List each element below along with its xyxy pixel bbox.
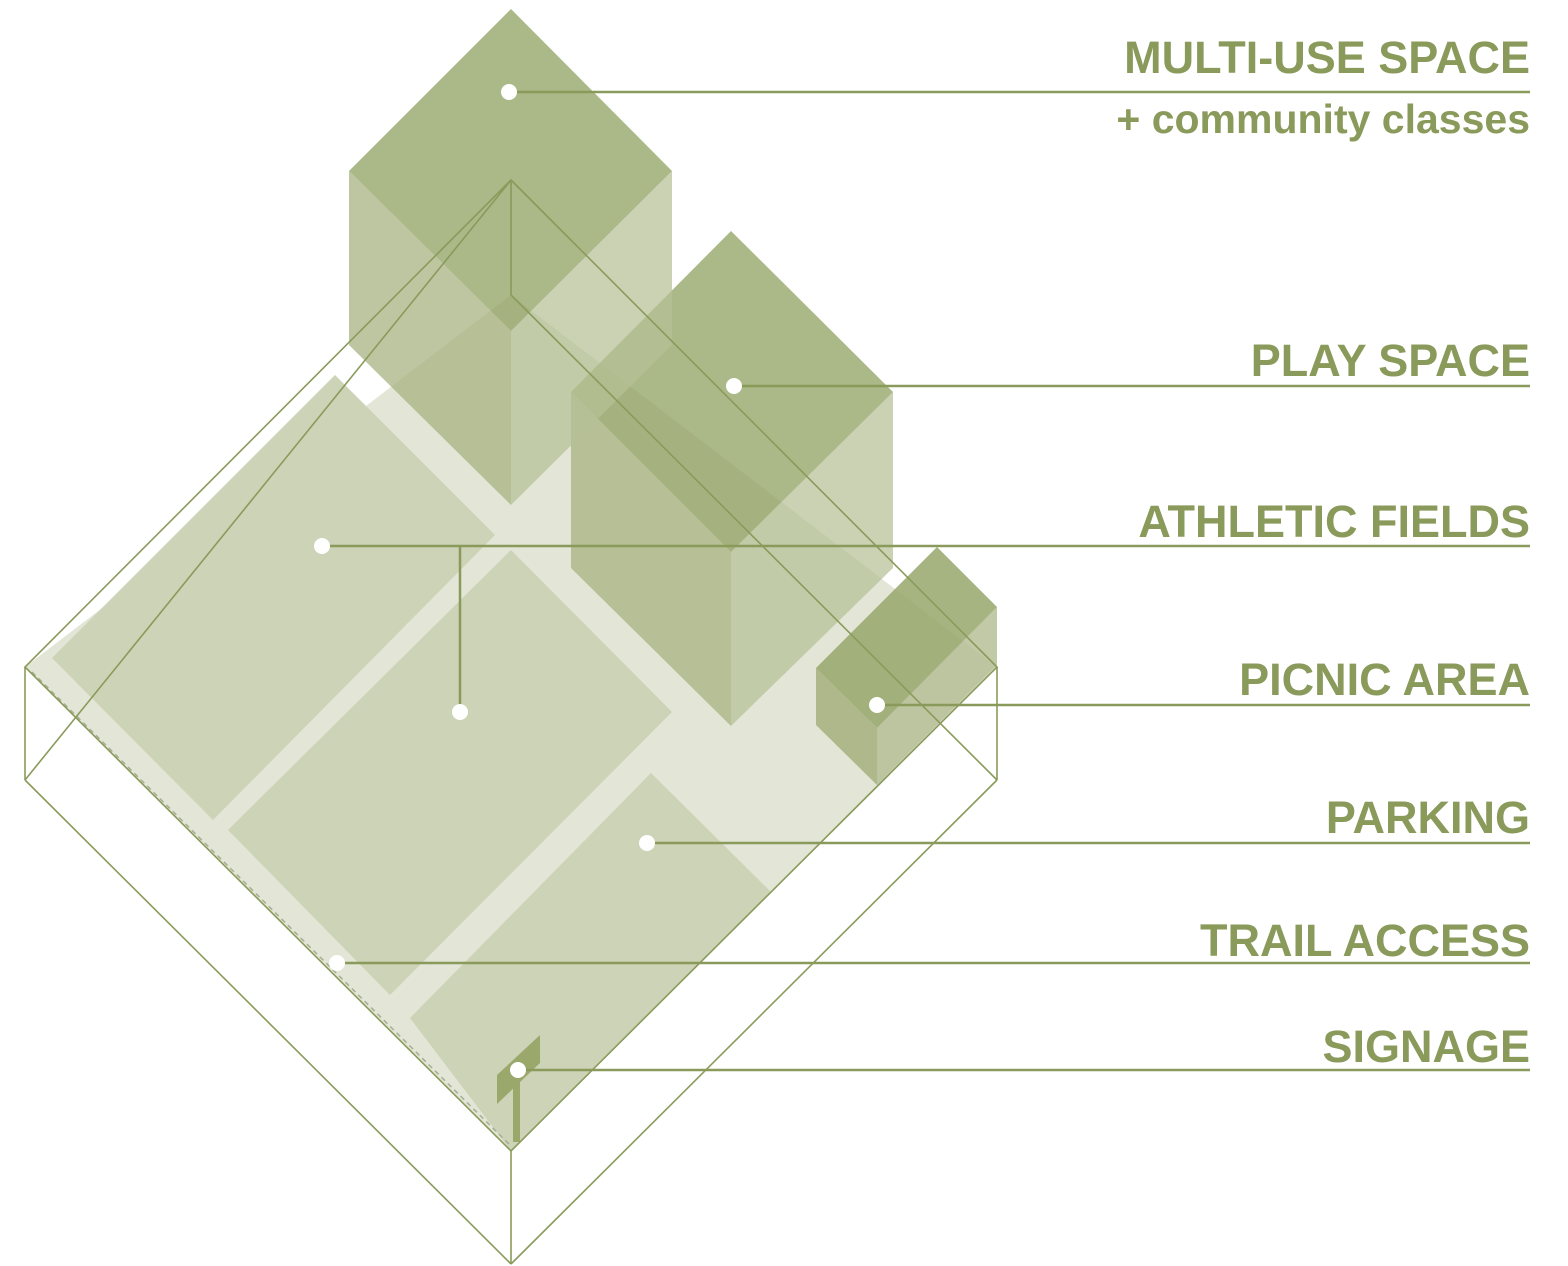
label-play: PLAY SPACE xyxy=(1251,335,1530,386)
picnic-top-face xyxy=(816,547,997,728)
dot-athletic-upper xyxy=(314,538,330,554)
site-wireframe xyxy=(23,178,999,1265)
athletic-field-lower xyxy=(228,550,672,995)
picnic-right-face xyxy=(877,607,997,785)
play-space-left-face xyxy=(571,392,731,726)
label-athletic: ATHLETIC FIELDS xyxy=(1138,496,1530,547)
dot-trail xyxy=(329,955,345,971)
dot-signage xyxy=(510,1062,526,1078)
leader-lines xyxy=(322,90,1530,1072)
marker-dots xyxy=(314,84,885,1078)
multi-use-left-face xyxy=(349,171,511,505)
dot-picnic xyxy=(869,697,885,713)
dot-multi-use xyxy=(501,84,517,100)
trail-path xyxy=(31,671,512,1147)
picnic-left-face xyxy=(816,668,877,785)
signage-post xyxy=(513,1080,520,1142)
site-bottom-right-edge xyxy=(510,779,998,1265)
play-space-right-face xyxy=(731,392,893,726)
multi-use-top-face xyxy=(349,9,672,331)
label-trail: TRAIL ACCESS xyxy=(1200,915,1530,966)
athletic-fields xyxy=(52,375,672,995)
dot-play xyxy=(726,378,742,394)
dot-athletic-lower xyxy=(452,704,468,720)
site-bottom-left-edge xyxy=(24,779,512,1265)
site-top-left-inner xyxy=(24,179,512,781)
label-multi-use: MULTI-USE SPACE xyxy=(1124,32,1530,83)
dot-parking xyxy=(639,835,655,851)
label-picnic: PICNIC AREA xyxy=(1239,654,1530,705)
athletic-field-upper xyxy=(52,375,495,820)
multi-use-right-face xyxy=(511,171,672,505)
label-signage: SIGNAGE xyxy=(1322,1021,1530,1072)
picnic-volume xyxy=(816,547,997,785)
site-ridge-right xyxy=(510,294,998,781)
labels: MULTI-USE SPACE + community classes PLAY… xyxy=(1116,32,1530,1072)
multi-use-volume xyxy=(349,9,672,505)
label-parking: PARKING xyxy=(1326,792,1530,843)
label-multi-use-sub: + community classes xyxy=(1116,96,1530,142)
